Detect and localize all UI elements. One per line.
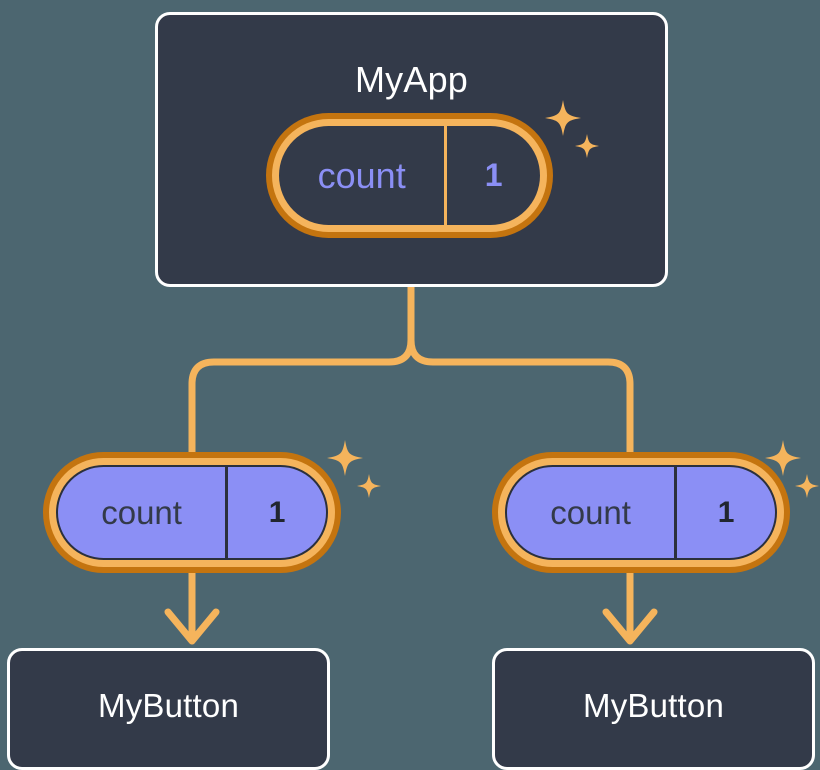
state-pill-ring: count 1: [49, 458, 335, 567]
state-pill-face: count 1: [505, 465, 777, 560]
state-pill-face: count 1: [279, 126, 540, 225]
state-value-button-left: 1: [268, 495, 286, 529]
state-pill-myapp[interactable]: count 1: [266, 113, 553, 238]
arrow-right-head-icon: [602, 608, 658, 645]
state-value-myapp: 1: [484, 157, 503, 193]
state-pill-button-right[interactable]: count 1: [492, 452, 790, 573]
state-pill-ring: count 1: [498, 458, 784, 567]
state-key-button-right: count: [507, 467, 678, 558]
component-label-button-right: MyButton: [583, 687, 724, 724]
component-card-button-left[interactable]: MyButton: [7, 648, 330, 770]
state-pill-button-left[interactable]: count 1: [43, 452, 341, 573]
arrow-left-head-icon: [164, 608, 220, 645]
connector-trunk-to-children: [188, 283, 634, 456]
component-card-button-right[interactable]: MyButton: [492, 648, 815, 770]
state-key-myapp: count: [279, 126, 448, 225]
state-pill-face: count 1: [56, 465, 328, 560]
state-value-button-right: 1: [717, 495, 735, 529]
state-pill-ring: count 1: [272, 119, 547, 232]
state-key-button-left: count: [58, 467, 229, 558]
component-label-button-left: MyButton: [98, 687, 239, 724]
component-label-myapp: MyApp: [354, 59, 469, 100]
